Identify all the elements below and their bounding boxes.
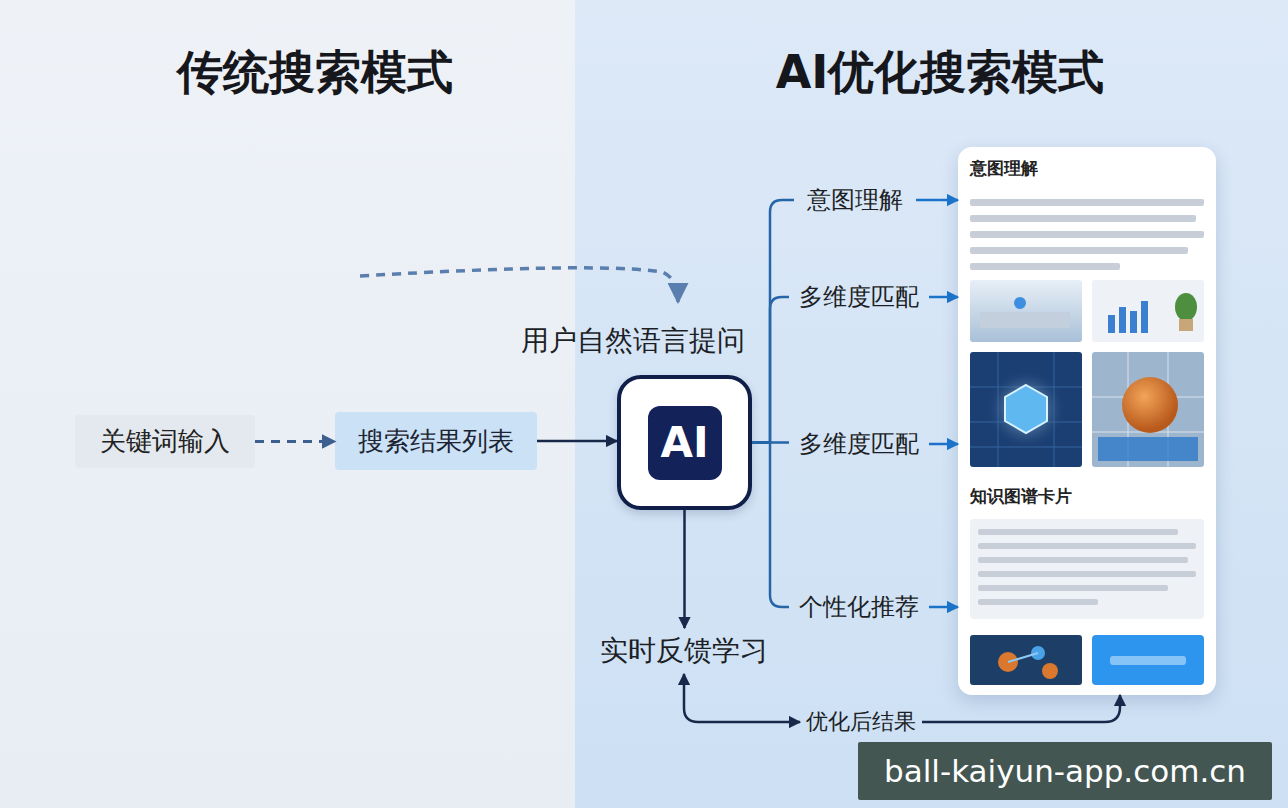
node-text: 实时反馈学习	[600, 632, 768, 670]
dashed-curve-arrow	[360, 268, 678, 302]
section-title: AI优化搜索模式	[700, 40, 1180, 104]
flow-connector	[922, 695, 1120, 722]
watermark: ball-kaiyun-app.com.cn	[858, 742, 1272, 800]
node-text: 多维度匹配	[799, 281, 919, 313]
process-box: 搜索结果列表	[335, 412, 537, 470]
node-text: AI	[648, 406, 722, 480]
node-text: 优化后结果	[806, 707, 916, 737]
flow-connector	[752, 443, 789, 608]
flow-connector	[929, 606, 958, 609]
node-text: 关键词输入	[100, 424, 230, 459]
step-text: 优化后结果	[800, 706, 922, 738]
branch-text: 多维度匹配	[795, 277, 923, 317]
section-title: 传统搜索模式	[100, 40, 530, 104]
flow-connector	[684, 674, 800, 722]
ai-hub-box: AI	[617, 375, 752, 510]
step-text: 用户自然语言提问	[500, 318, 765, 364]
branch-text: 意图理解	[800, 180, 910, 220]
flow-connector	[752, 441, 789, 444]
flow-connector	[752, 297, 789, 443]
node-text: 用户自然语言提问	[521, 322, 745, 360]
left-panel-background	[0, 0, 575, 808]
flow-connector	[929, 443, 958, 446]
node-text: 搜索结果列表	[358, 424, 514, 459]
step-text: 实时反馈学习	[590, 628, 778, 674]
branch-text: 个性化推荐	[795, 587, 923, 627]
flow-connector	[752, 200, 794, 443]
node-text: 意图理解	[970, 157, 1038, 180]
flow-connector	[255, 440, 335, 443]
flow-connector	[683, 510, 686, 628]
node-text: 个性化推荐	[799, 591, 919, 623]
flow-connector	[929, 296, 958, 299]
flow-connector	[537, 440, 617, 443]
result-card: 意图理解知识图谱卡片	[958, 147, 1216, 695]
process-box: 关键词输入	[75, 415, 255, 468]
node-text: 知识图谱卡片	[970, 485, 1072, 508]
flow-connector	[916, 199, 958, 202]
node-text: 多维度匹配	[799, 428, 919, 460]
branch-text: 多维度匹配	[795, 424, 923, 464]
node-text: 意图理解	[807, 184, 903, 216]
